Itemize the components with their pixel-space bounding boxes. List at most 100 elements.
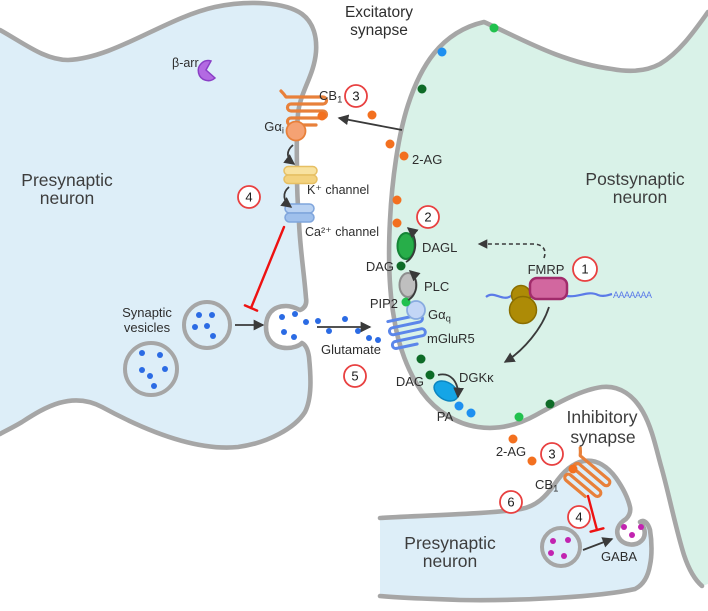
vesicle-circle	[123, 341, 179, 397]
gaba-dot	[561, 553, 567, 559]
2-ag-dot	[392, 218, 402, 228]
lipid-dot-blue	[437, 47, 447, 57]
glutamate-dot	[162, 366, 168, 372]
presynaptic-bottom-label-line1: Presynaptic	[404, 533, 496, 553]
ribosome-large-subunit	[508, 295, 538, 325]
dagl-reaction-arrow	[405, 227, 419, 263]
2-ag-dot	[399, 151, 409, 161]
vesicle-circle	[182, 300, 232, 350]
step-badge-6: 6	[499, 490, 523, 514]
2-ag-label-excitatory: 2-AG	[412, 152, 442, 167]
fmrp-to-dagl-dashed-arrow	[477, 239, 546, 259]
step-badge-4-inhibitory: 4	[567, 505, 591, 529]
step-number: 5	[351, 369, 358, 384]
ca-channel-bottom	[284, 212, 315, 223]
dag-label-lower: DAG	[396, 374, 424, 389]
gai-to-k-channel-arrow	[283, 144, 296, 165]
presynaptic-terminal-bottom-membrane	[377, 458, 654, 603]
title-line1: Excitatory	[345, 4, 413, 21]
2-ag-dot-bound-cb1-inhibitory	[568, 464, 578, 474]
mglur5-label: mGluR5	[427, 331, 475, 346]
lipid-dot-darkgreen	[417, 84, 427, 94]
g-alpha-i-label: Gαi	[264, 119, 284, 137]
presynaptic-neuron-body	[0, 2, 317, 448]
ca-channel-label: Ca²⁺ channel	[305, 225, 379, 239]
glutamate-dot	[375, 337, 381, 343]
presynaptic-left-label-line2: neuron	[40, 188, 95, 208]
fmrp-mrna-complex: AAAAAAA	[485, 276, 653, 325]
2-ag-dot-bound-cb1	[317, 111, 327, 121]
pa-dot	[466, 408, 476, 418]
beta-arrestin-label: β-arr	[172, 56, 199, 70]
inhibition-line-calcium-to-release	[243, 225, 286, 312]
2-ag-retrograde-arrow	[337, 114, 403, 131]
k-channel-top	[283, 165, 318, 176]
step-number: 3	[548, 447, 555, 462]
gaba-dot	[548, 550, 554, 556]
lipid-dot-green	[489, 23, 499, 33]
glutamate-dot	[151, 383, 157, 389]
presynaptic-left-label-line1: Presynaptic	[21, 170, 113, 190]
step-badge-1: 1	[572, 256, 598, 282]
vesicle-circle	[540, 526, 582, 568]
2-ag-dots-excitatory	[367, 110, 409, 228]
glutamate-dot	[326, 328, 332, 334]
gaba-dot	[550, 538, 556, 544]
presynaptic-bottom-label-line2: neuron	[423, 551, 478, 571]
cb1-label-excitatory: CB1	[319, 88, 342, 106]
dag-dot	[396, 261, 406, 271]
glutamate-dot	[147, 373, 153, 379]
inhibitory-synapse-label-line1: Inhibitory	[566, 407, 637, 427]
fusing-vesicle-contents	[279, 311, 309, 340]
step-number: 4	[245, 190, 252, 205]
step-number: 1	[581, 262, 588, 277]
pa-dot	[454, 401, 464, 411]
mglur5-receptor	[386, 313, 427, 350]
pa-label: PA	[437, 409, 454, 424]
2-ag-dot	[392, 195, 402, 205]
glutamate-dot	[210, 333, 216, 339]
glutamate-dot	[355, 328, 361, 334]
step-number: 3	[352, 89, 359, 104]
k-to-ca-channel-arrow	[280, 186, 293, 208]
glutamate-dot	[192, 324, 198, 330]
glutamate-dot	[196, 312, 202, 318]
step-badge-3-excitatory: 3	[344, 84, 368, 108]
ca-channel	[284, 203, 315, 223]
2-ag-dot	[367, 110, 377, 120]
fmrp-label: FMRP	[528, 262, 565, 277]
step-badge-3-inhibitory: 3	[540, 442, 564, 466]
pip2-label: PIP2	[370, 296, 398, 311]
gaba-dot	[621, 524, 627, 530]
plc-reaction-arrow	[407, 270, 421, 301]
gaba-vesicle	[540, 526, 582, 568]
lipid-dot-green	[514, 412, 524, 422]
gaba-dot	[638, 524, 644, 530]
title-line2: synapse	[350, 22, 408, 39]
glutamate-dot	[139, 350, 145, 356]
glutamate-dot	[291, 334, 297, 340]
gaba-dot	[629, 532, 635, 538]
postsynaptic-neuron-membrane	[386, 9, 708, 589]
synaptic-vesicle-2	[123, 341, 179, 397]
synaptic-vesicles-label-line2: vesicles	[124, 320, 171, 335]
inhibition-line-cb1-to-gaba	[586, 494, 605, 533]
glutamate-dot	[315, 318, 321, 324]
poly-a-tail-label: AAAAAAA	[613, 290, 652, 300]
lipid-dot-darkgreen	[545, 399, 555, 409]
inhibitory-synapse-label-line2: synapse	[570, 427, 635, 447]
dgkk-label: DGKκ	[459, 370, 494, 385]
glutamate-dot	[366, 335, 372, 341]
g-alpha-i-protein	[285, 120, 307, 142]
glutamate-dot	[292, 311, 298, 317]
step-badge-2: 2	[416, 205, 440, 229]
beta-arrestin-protein	[197, 59, 217, 82]
dagl-label: DAGL	[422, 240, 457, 255]
fmrp-to-dgkk-arrow	[503, 306, 550, 363]
synaptic-vesicles-label-line1: Synaptic	[122, 305, 172, 320]
postsynaptic-label-line2: neuron	[613, 187, 668, 207]
cb1-receptor-excitatory	[279, 89, 329, 127]
glutamate-dot	[139, 367, 145, 373]
step-number: 4	[575, 510, 582, 525]
